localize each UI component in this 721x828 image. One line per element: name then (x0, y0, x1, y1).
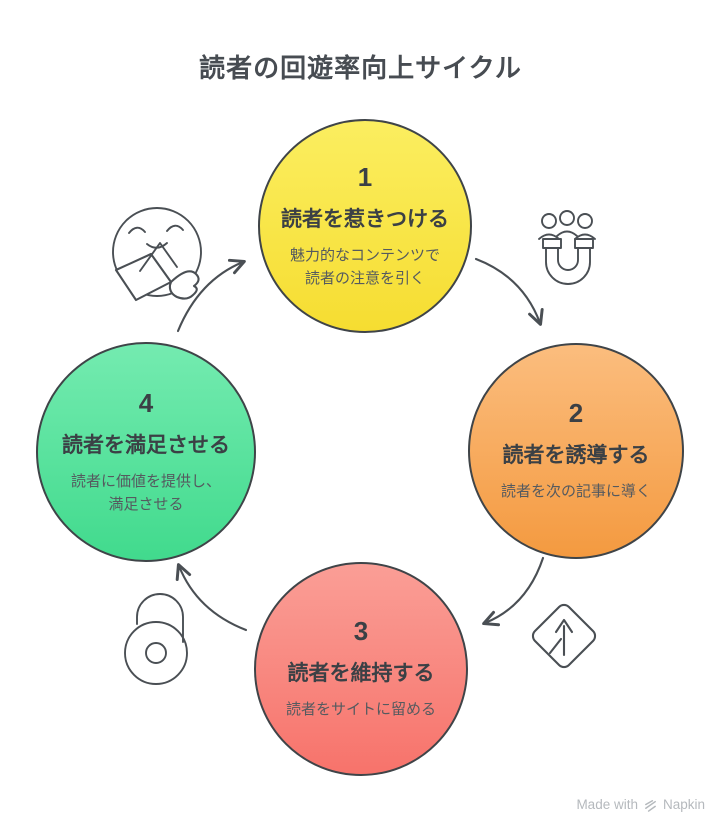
watermark-prefix: Made with (576, 797, 638, 812)
step-title: 読者を維持する (287, 662, 435, 686)
step-number: 2 (568, 398, 584, 429)
watermark: Made with Napkin (576, 797, 705, 812)
step-title: 読者を満足させる (62, 434, 230, 457)
step-circle-4: 4 読者を満足させる 読者に価値を提供し、 満足させる (36, 342, 256, 562)
open-lock-icon (124, 593, 188, 685)
arrow-step2-to-step3 (482, 556, 545, 627)
arrow-step4-to-step1 (176, 258, 246, 333)
arrow-step3-to-step4 (175, 563, 248, 632)
step-description: 読者に価値を提供し、 満足させる (70, 473, 221, 513)
step-title: 読者を惹きつける (281, 208, 449, 231)
step-number: 4 (138, 388, 154, 418)
napkin-logo-icon (645, 800, 656, 812)
arrow-step1-to-step2 (474, 257, 544, 326)
step-number: 3 (353, 616, 369, 647)
happy-reader-icon (112, 207, 202, 302)
watermark-brand: Napkin (662, 797, 705, 812)
step-title: 読者を誘導する (502, 444, 650, 468)
step-number: 1 (357, 162, 373, 192)
magnet-audience-icon (538, 210, 596, 285)
merge-sign-icon (531, 603, 597, 669)
page-title: 読者の回遊率向上サイクル (199, 53, 522, 83)
step-description: 読者をサイトに留める (285, 701, 436, 719)
step-circle-1: 1 読者を惹きつける 魅力的なコンテンツで 読者の注意を引く (258, 119, 472, 333)
step-description: 魅力的なコンテンツで 読者の注意を引く (289, 247, 440, 287)
step-circle-2: 2 読者を誘導する 読者を次の記事に導く (468, 343, 684, 559)
step-circle-3: 3 読者を維持する 読者をサイトに留める (254, 562, 468, 776)
step-description: 読者を次の記事に導く (500, 483, 651, 501)
